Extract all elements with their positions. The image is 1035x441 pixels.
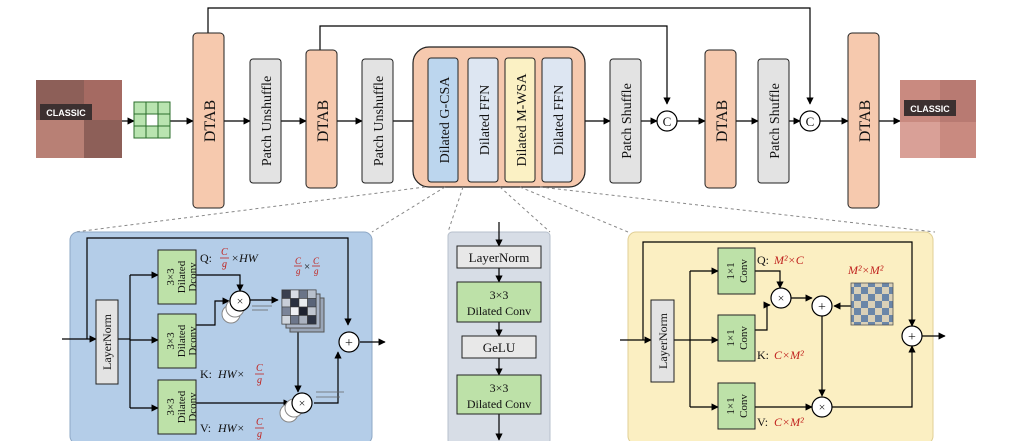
mwsa-mask-label: M²×M²	[847, 263, 884, 277]
gcsa-q-conv-l1: Dilated	[176, 260, 188, 293]
gcsa-q-frac-den: g	[222, 259, 227, 270]
dtab-3-label: DTAB	[714, 100, 731, 142]
gcsa-panel: LayerNorm 3×3 Dilated Dconv 3×3 Dilated …	[62, 231, 386, 441]
skip-connection-inner	[319, 25, 671, 105]
gcsa-v-prefix: V:	[200, 421, 211, 435]
gcsa-v-frac-den: g	[257, 429, 262, 440]
dtab-1-label: DTAB	[202, 100, 219, 142]
mwsa-qk-mult: ×	[778, 291, 785, 305]
mwsa-av-mult: ×	[819, 400, 826, 414]
mwsa-layernorm-label: LayerNorm	[656, 312, 670, 369]
mwsa-q-label: Q:	[757, 253, 769, 267]
gcsa-v-conv-l1: Dilated	[176, 390, 188, 423]
input-image-label: CLASSIC	[46, 108, 86, 118]
gcsa-v-dim: HW×	[217, 421, 245, 435]
output-image: CLASSIC	[900, 80, 976, 158]
patch-unshuffle-1-label: Patch Unshuffle	[260, 76, 275, 166]
dilated-gcsa-label: Dilated G-CSA	[438, 76, 453, 164]
input-image: CLASSIC	[36, 80, 122, 158]
mwsa-q-dim: M²×C	[773, 253, 805, 267]
gcsa-attn-times: ×	[304, 261, 310, 273]
gcsa-v-conv-l2: Dconv	[187, 392, 199, 422]
gcsa-v-frac-num: C	[256, 417, 263, 428]
mwsa-v-conv-size: 1×1	[725, 397, 737, 414]
dtab-block-1: DTAB	[192, 32, 225, 209]
gcsa-attention-matrices	[281, 289, 325, 333]
patch-shuffle-1-label: Patch Shuffle	[620, 83, 635, 159]
gcsa-q-conv-size: 3×3	[165, 268, 177, 286]
mwsa-k-dim: C×M²	[774, 348, 804, 362]
mwsa-k-conv-label: Conv	[738, 326, 750, 350]
gcsa-attn-den1: g	[296, 266, 301, 276]
mwsa-v-conv-label: Conv	[738, 394, 750, 418]
ffn-conv2-label: Dilated Conv	[467, 397, 531, 411]
concat-1-label: C	[663, 114, 672, 129]
dilated-ffn-2-label: Dilated FFN	[552, 85, 567, 155]
dtab-2-label: DTAB	[315, 100, 332, 142]
gcsa-q-label: Q:	[200, 251, 212, 265]
gcsa-q-conv-l2: Dconv	[187, 262, 199, 292]
gcsa-v-conv-size: 3×3	[165, 398, 177, 416]
zoom-connectors	[74, 186, 936, 233]
ffn-conv1-label: Dilated Conv	[467, 304, 531, 318]
mwsa-v-label: V:	[757, 415, 768, 429]
concat-node-1: C	[656, 110, 678, 132]
patch-unshuffle-2: Patch Unshuffle	[361, 58, 394, 184]
dtab-4-label: DTAB	[857, 100, 874, 142]
gcsa-q-dim: ×HW	[231, 251, 259, 265]
pixel-grid-icon	[133, 101, 171, 139]
gcsa-k-prefix: K:	[200, 367, 212, 381]
gcsa-k-dim: HW×	[217, 367, 245, 381]
patch-shuffle-2-label: Patch Shuffle	[768, 83, 783, 159]
gcsa-q-frac-num: C	[221, 247, 228, 258]
gcsa-k-frac-den: g	[257, 375, 262, 386]
gcsa-residual-plus: +	[345, 336, 353, 351]
dtab-block-3: DTAB	[704, 49, 737, 189]
ffn-conv2-size: 3×3	[490, 381, 509, 395]
gcsa-qk-mult: ×	[237, 294, 244, 308]
skip-connection-outer	[207, 7, 814, 105]
patch-unshuffle-2-label: Patch Unshuffle	[372, 76, 387, 166]
mwsa-residual-plus: +	[908, 330, 916, 345]
patch-shuffle-1: Patch Shuffle	[609, 58, 642, 184]
output-image-label: CLASSIC	[910, 104, 950, 114]
ffn-panel: LayerNorm 3×3 Dilated Conv GeLU 3×3 Dila…	[447, 222, 551, 441]
mwsa-k-conv-size: 1×1	[725, 329, 737, 346]
concat-2-label: C	[806, 114, 815, 129]
gcsa-k-conv-l1: Dilated	[176, 324, 188, 357]
patch-unshuffle-1: Patch Unshuffle	[249, 58, 282, 184]
ffn-conv1-size: 3×3	[490, 288, 509, 302]
dilated-ffn-1-label: Dilated FFN	[478, 85, 493, 155]
mwsa-mask-plus: +	[818, 300, 826, 315]
gcsa-k-frac-num: C	[256, 363, 263, 374]
dtab-expanded-group: Dilated G-CSA Dilated FFN Dilated M-WSA …	[412, 46, 586, 188]
mwsa-k-label: K:	[757, 348, 769, 362]
gcsa-k-conv-size: 3×3	[165, 332, 177, 350]
concat-node-2: C	[799, 110, 821, 132]
mwsa-q-conv-label: Conv	[738, 259, 750, 283]
ffn-layernorm-label: LayerNorm	[469, 250, 530, 265]
gcsa-k-conv-l2: Dconv	[187, 326, 199, 356]
dtab-block-4: DTAB	[847, 32, 880, 209]
gcsa-layernorm-label: LayerNorm	[100, 313, 114, 370]
gcsa-attn-num1: C	[295, 256, 302, 266]
gcsa-attn-num2: C	[313, 256, 320, 266]
gcsa-av-mult: ×	[299, 396, 306, 410]
gcsa-attn-den2: g	[314, 266, 319, 276]
patch-shuffle-2: Patch Shuffle	[757, 58, 790, 184]
dtab-block-2: DTAB	[305, 49, 338, 189]
mwsa-v-dim: C×M²	[774, 415, 804, 429]
mwsa-mask-matrix	[850, 282, 894, 326]
dilated-mwsa-label: Dilated M-WSA	[515, 73, 530, 167]
mwsa-panel: LayerNorm 1×1 Conv 1×1 Conv 1×1 Conv Q: …	[620, 231, 946, 441]
mwsa-q-conv-size: 1×1	[725, 262, 737, 279]
ffn-gelu-label: GeLU	[483, 340, 516, 355]
